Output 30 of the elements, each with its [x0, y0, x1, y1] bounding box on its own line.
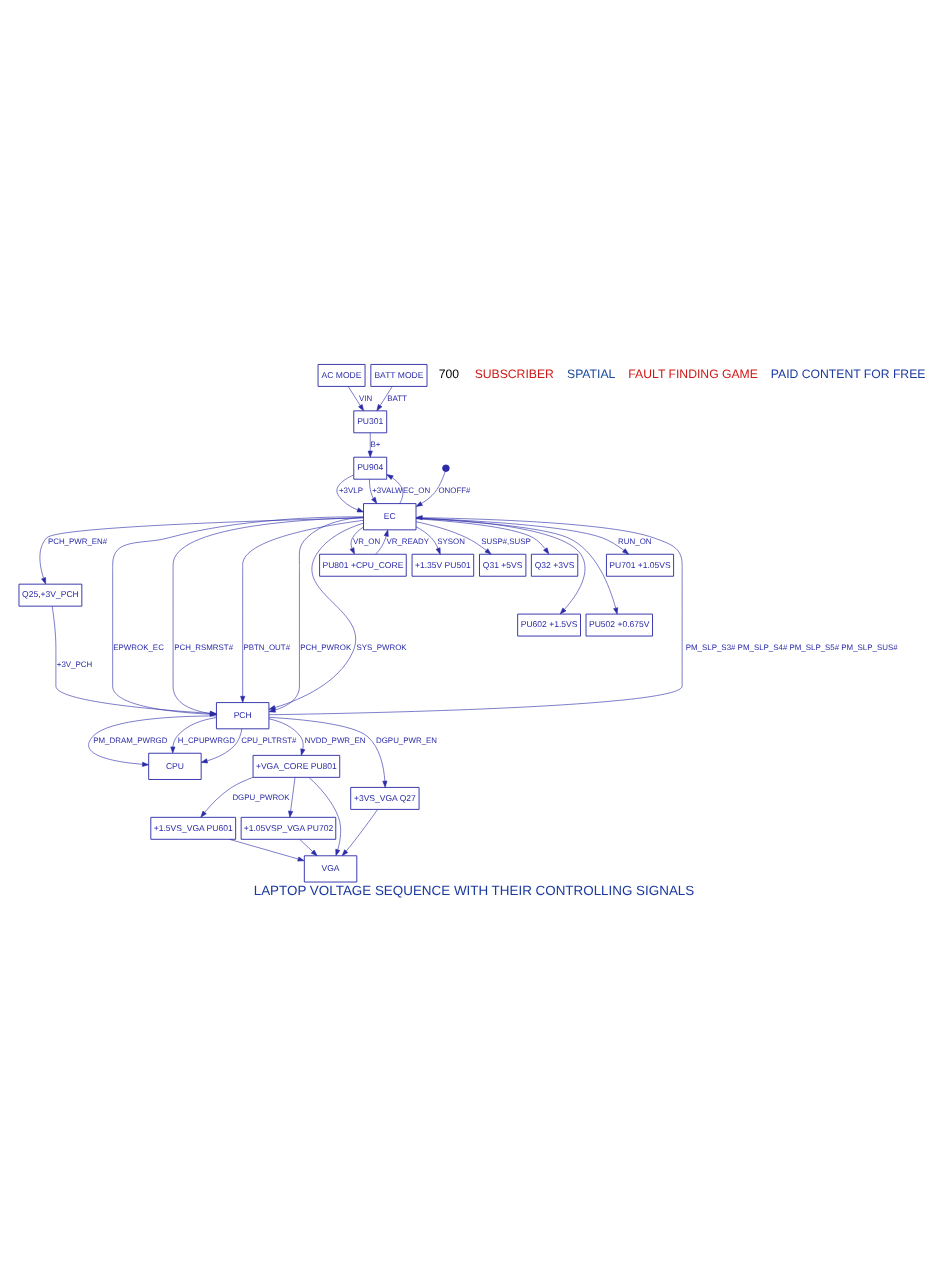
arrow: [349, 525, 364, 554]
arrow: [268, 716, 388, 787]
arrow: [200, 776, 254, 817]
arrow: [415, 517, 619, 614]
arrow: [367, 431, 373, 457]
arrow: [376, 385, 393, 411]
arrow: [336, 473, 364, 512]
arrow: [369, 478, 378, 503]
arrow: [39, 516, 364, 584]
arrow: [268, 514, 683, 715]
arrow: [415, 516, 629, 554]
arrow: [415, 470, 446, 506]
arrow: [268, 717, 306, 755]
arrow: [341, 808, 378, 855]
arrow: [88, 714, 217, 766]
arrow: [347, 385, 364, 411]
arrow: [200, 727, 243, 763]
arrow: [386, 473, 404, 503]
arrow: [415, 516, 586, 614]
arrow: [375, 528, 389, 554]
arrow: [299, 838, 318, 856]
arrow: [415, 520, 492, 554]
arrow: [240, 519, 364, 702]
arrow: [229, 838, 305, 861]
node-switch: [442, 463, 450, 471]
arrow: [415, 525, 441, 554]
arrow: [170, 716, 217, 753]
arrow: [288, 776, 296, 817]
arrow: [308, 776, 341, 855]
arrow: [415, 517, 550, 554]
